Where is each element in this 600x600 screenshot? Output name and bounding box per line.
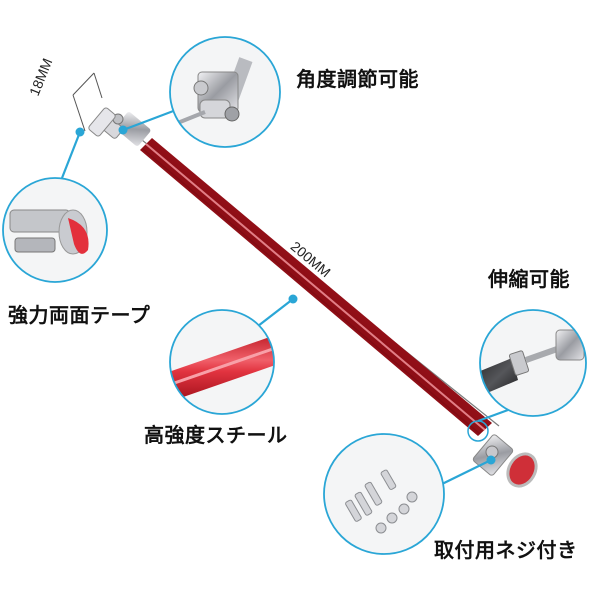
callout-connectors <box>60 108 509 486</box>
callout-circle-angle <box>169 36 281 148</box>
callout-circle-extend <box>479 309 587 417</box>
top-end-fitting <box>88 107 151 146</box>
dimension-18mm-line <box>72 72 103 132</box>
callout-circle-tape <box>2 177 108 283</box>
callout-label-extend: 伸縮可能 <box>486 266 572 292</box>
callout-label-screws: 取付用ネジ付き <box>432 537 580 563</box>
callout-label-angle: 角度調節可能 <box>294 66 421 92</box>
callout-circle-steel <box>169 309 275 415</box>
callout-dots <box>75 125 496 465</box>
callout-label-tape: 強力両面テープ <box>6 302 153 328</box>
callout-label-steel: 高強度スチール <box>142 422 290 448</box>
bottom-end-fitting <box>472 434 538 488</box>
strut-tube <box>140 138 492 436</box>
callout-circle-screws <box>323 433 445 555</box>
